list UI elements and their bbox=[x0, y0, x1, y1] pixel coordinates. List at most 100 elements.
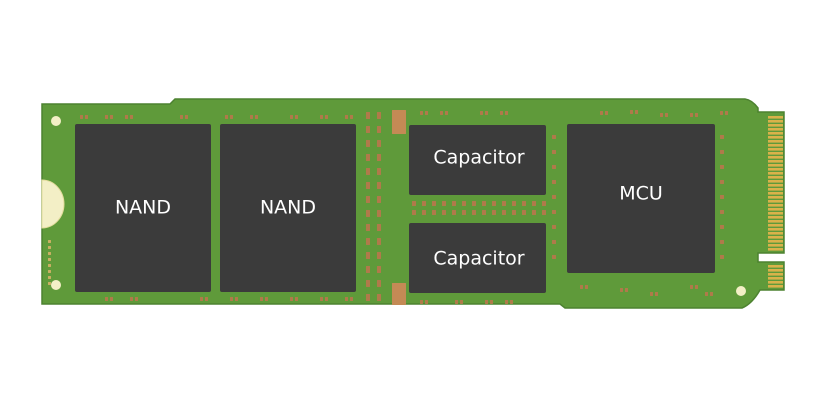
gold-pin bbox=[768, 265, 783, 268]
smd-pad bbox=[366, 266, 370, 273]
smd-pad bbox=[110, 297, 113, 301]
smd-pad bbox=[690, 113, 693, 117]
smd-pad bbox=[480, 111, 483, 115]
smd-pad bbox=[542, 201, 546, 206]
gold-pin bbox=[768, 216, 783, 219]
smd-pad bbox=[720, 165, 724, 169]
gold-pin bbox=[768, 277, 783, 280]
gold-pin bbox=[768, 124, 783, 127]
smd-pad bbox=[320, 115, 323, 119]
gold-pin bbox=[768, 120, 783, 123]
smd-pad bbox=[505, 300, 508, 304]
smd-pad bbox=[180, 115, 183, 119]
smd-pad bbox=[48, 282, 51, 285]
nand-chip-1-label: NAND bbox=[115, 197, 171, 219]
smd-pad bbox=[105, 297, 108, 301]
smd-pad bbox=[490, 300, 493, 304]
round-pad bbox=[51, 280, 61, 290]
gold-pin bbox=[768, 144, 783, 147]
smd-pad bbox=[442, 210, 446, 215]
smd-pad bbox=[85, 115, 88, 119]
smd-pad bbox=[366, 112, 370, 119]
smd-pad bbox=[377, 112, 381, 119]
smd-pad bbox=[432, 201, 436, 206]
gold-pin bbox=[768, 220, 783, 223]
mcu-chip-label: MCU bbox=[619, 183, 663, 205]
smd-pad bbox=[377, 224, 381, 231]
round-pad bbox=[51, 116, 61, 126]
gold-pin bbox=[768, 236, 783, 239]
nand-chip-2 bbox=[220, 124, 356, 292]
capacitor-bottom-label: Capacitor bbox=[433, 248, 524, 270]
smd-pad bbox=[48, 246, 51, 249]
smd-pad bbox=[720, 240, 724, 244]
smd-pad bbox=[552, 225, 556, 229]
gold-pin bbox=[768, 152, 783, 155]
smd-pad bbox=[377, 252, 381, 259]
smd-pad bbox=[290, 297, 293, 301]
smd-pad bbox=[552, 165, 556, 169]
smd-pad bbox=[512, 210, 516, 215]
smd-pad bbox=[485, 111, 488, 115]
gold-pin bbox=[768, 172, 783, 175]
smd-pad bbox=[502, 210, 506, 215]
smd-pad bbox=[366, 182, 370, 189]
smd-pad bbox=[377, 140, 381, 147]
smd-pad bbox=[720, 255, 724, 259]
smd-pad bbox=[620, 288, 623, 292]
capacitor-bottom bbox=[409, 223, 546, 293]
nand-chip-1 bbox=[75, 124, 211, 292]
smd-pad bbox=[80, 115, 83, 119]
smd-pad bbox=[422, 201, 426, 206]
smd-pad bbox=[552, 150, 556, 154]
gold-pin bbox=[768, 248, 783, 251]
smd-pad bbox=[48, 276, 51, 279]
smd-pad bbox=[720, 225, 724, 229]
smd-pad bbox=[366, 238, 370, 245]
smd-pad bbox=[690, 285, 693, 289]
gold-pin bbox=[768, 148, 783, 151]
smd-pad bbox=[420, 300, 423, 304]
smd-pad bbox=[452, 201, 456, 206]
smd-pad bbox=[510, 300, 513, 304]
smd-pad bbox=[366, 154, 370, 161]
smd-pad bbox=[366, 294, 370, 301]
smd-pad bbox=[630, 110, 633, 114]
smd-pad bbox=[130, 297, 133, 301]
smd-pad bbox=[125, 115, 128, 119]
smd-pad bbox=[485, 300, 488, 304]
smd-pad bbox=[366, 126, 370, 133]
gold-pin bbox=[768, 240, 783, 243]
smd-pad bbox=[320, 297, 323, 301]
smd-pad bbox=[432, 210, 436, 215]
smd-pad bbox=[255, 115, 258, 119]
smd-pad bbox=[250, 115, 253, 119]
gold-pin bbox=[768, 285, 783, 288]
smd-pad bbox=[230, 115, 233, 119]
capacitor-top-label: Capacitor bbox=[433, 147, 524, 169]
gold-pin bbox=[768, 208, 783, 211]
gold-pin bbox=[768, 128, 783, 131]
smd-pad bbox=[600, 111, 603, 115]
smd-pad bbox=[366, 280, 370, 287]
smd-pad bbox=[532, 201, 536, 206]
smd-pad bbox=[366, 224, 370, 231]
smd-pad bbox=[350, 115, 353, 119]
smd-pad bbox=[492, 201, 496, 206]
smd-pad bbox=[130, 115, 133, 119]
smd-pad bbox=[345, 115, 348, 119]
gold-pin bbox=[768, 168, 783, 171]
smd-pad bbox=[455, 300, 458, 304]
smd-pad bbox=[500, 111, 503, 115]
smd-pad bbox=[366, 196, 370, 203]
smd-pad bbox=[392, 283, 406, 305]
smd-pad bbox=[472, 201, 476, 206]
smd-pad bbox=[720, 111, 723, 115]
smd-pad bbox=[512, 201, 516, 206]
smd-pad bbox=[660, 113, 663, 117]
smd-pad bbox=[48, 252, 51, 255]
smd-pad bbox=[377, 266, 381, 273]
gold-pin bbox=[768, 281, 783, 284]
smd-pad bbox=[552, 180, 556, 184]
gold-pin bbox=[768, 200, 783, 203]
